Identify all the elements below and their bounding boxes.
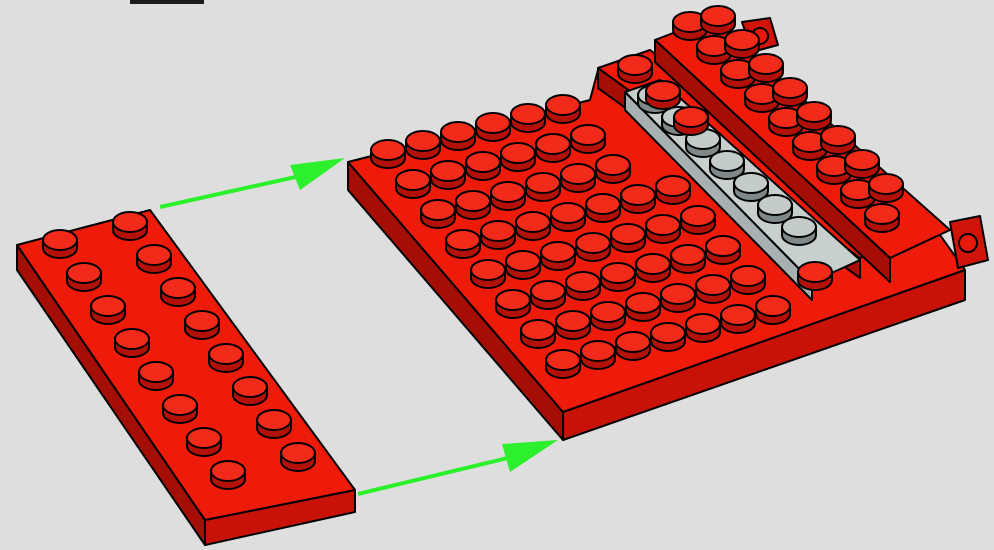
stud [396,170,430,198]
stud [139,362,173,390]
stud [869,174,903,202]
stud [758,195,792,223]
stud [421,200,455,228]
stud [686,314,720,342]
stud [749,54,783,82]
stud [710,151,744,179]
stud [721,305,755,333]
stud [782,217,816,245]
stud [551,203,585,231]
stud [845,150,879,178]
stud [756,296,790,324]
stud [566,272,600,300]
stud [651,323,685,351]
stud [773,78,807,106]
stud [725,30,759,58]
stud [456,191,490,219]
stud [185,311,219,339]
stud [137,245,171,273]
stud [586,194,620,222]
stud [187,428,221,456]
stud [481,221,515,249]
stud [506,251,540,279]
stud [618,55,652,83]
stud [546,350,580,378]
stud [541,242,575,270]
stud [521,320,555,348]
stud [601,263,635,291]
stud [611,224,645,252]
stud [431,161,465,189]
stud [797,102,831,130]
stud [113,212,147,240]
stud [406,131,440,159]
stud [636,254,670,282]
stud [661,284,695,312]
stud [681,206,715,234]
stud [516,212,550,240]
stud [596,155,630,183]
stud [706,236,740,264]
stud [546,95,580,123]
stud [233,377,267,405]
stud [821,126,855,154]
stud [476,113,510,141]
stud [561,164,595,192]
stud [43,230,77,258]
stud [511,104,545,132]
stud [211,461,245,489]
stud [656,176,690,204]
stud [161,278,195,306]
step-marker-icon [130,0,204,4]
stud [526,173,560,201]
stud [371,140,405,168]
stud [536,134,570,162]
stud [616,332,650,360]
stud [626,293,660,321]
stud [501,143,535,171]
stud [115,329,149,357]
stud [257,410,291,438]
stud [646,215,680,243]
stud [491,182,525,210]
stud [671,245,705,273]
stud [466,152,500,180]
stud [581,341,615,369]
stud [621,185,655,213]
stud [209,344,243,372]
stud [496,290,530,318]
stud [865,204,899,232]
stud [441,122,475,150]
stud [67,263,101,291]
stud [731,266,765,294]
stud [531,281,565,309]
stud [163,395,197,423]
stud [591,302,625,330]
stud [556,311,590,339]
stud [701,6,735,34]
stud [696,275,730,303]
bracket-bottom-hole [959,234,977,252]
stud [281,443,315,471]
stud [91,296,125,324]
stud [576,233,610,261]
stud [674,107,708,135]
stud [471,260,505,288]
stud [571,125,605,153]
stud [798,262,832,290]
stud [446,230,480,258]
stud [734,173,768,201]
stud [646,81,680,109]
